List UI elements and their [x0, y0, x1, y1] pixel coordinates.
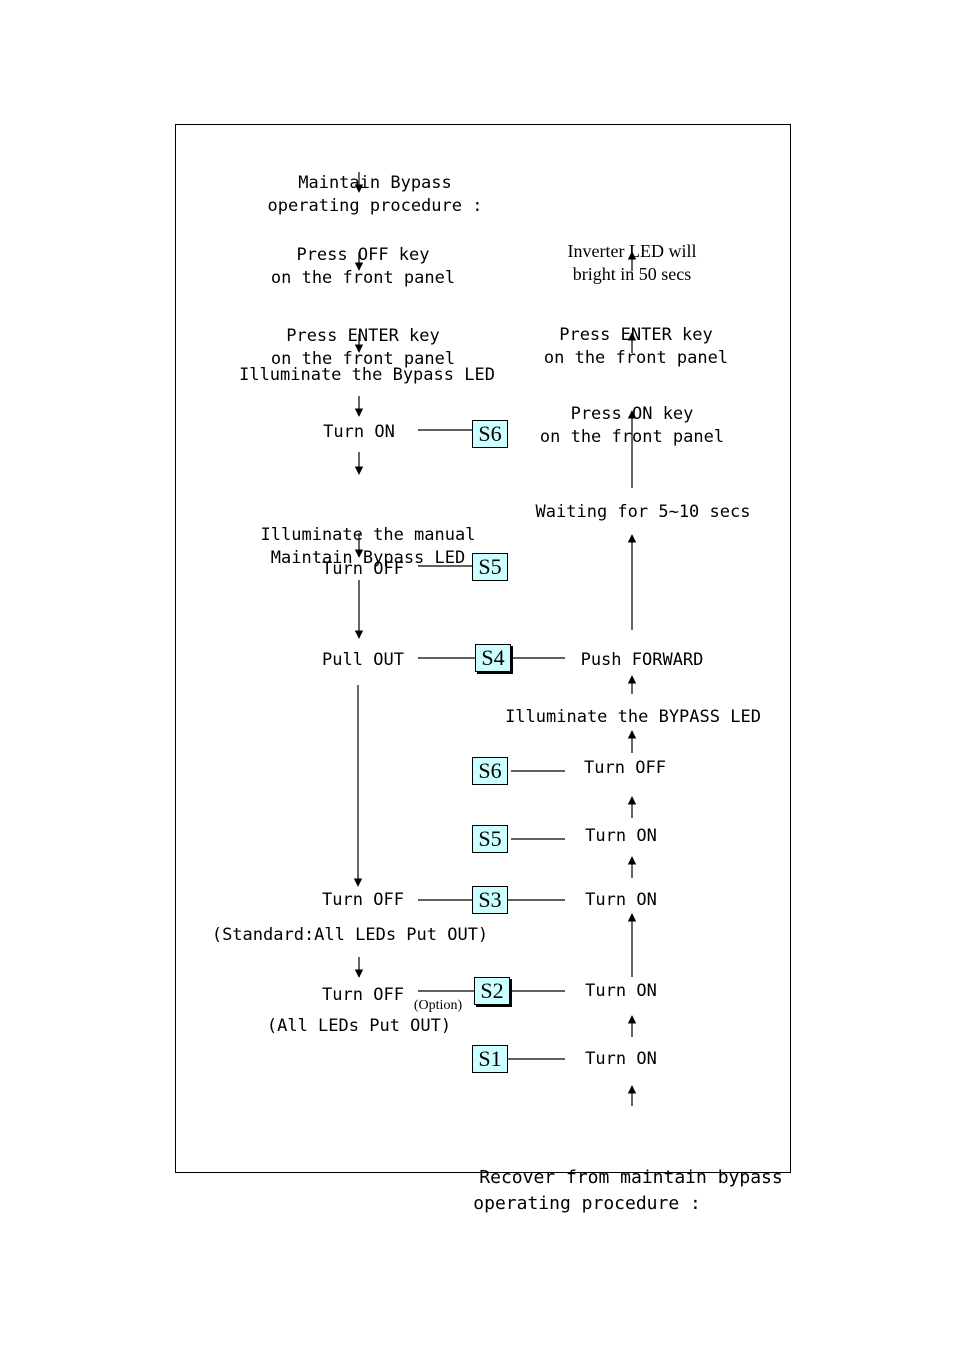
switch-s6-top: S6	[472, 420, 508, 448]
switch-s5-right: S5	[472, 825, 508, 853]
right-step-turn-on-s5: Turn ON	[585, 826, 657, 846]
left-step-turn-off: Turn OFF	[322, 559, 404, 579]
left-step-turn-on: Turn ON	[323, 422, 395, 442]
left-step-option-label: (Option)	[413, 998, 463, 1013]
right-step-push-forward: Push FORWARD	[580, 650, 704, 670]
right-step-turn-on-s1: Turn ON	[585, 1049, 657, 1069]
switch-s6-right: S6	[472, 757, 508, 785]
switch-s2: S2	[474, 977, 510, 1005]
left-step-bypass-led: Illuminate the Bypass LED	[239, 365, 495, 385]
switch-s4: S4	[475, 644, 511, 672]
right-step-bypass-led: Illuminate the BYPASS LED	[505, 707, 761, 727]
left-step-standard-note: (Standard:All LEDs Put OUT)	[211, 925, 489, 945]
switch-s1: S1	[472, 1045, 508, 1073]
right-step-turn-off-s6: Turn OFF	[584, 758, 666, 778]
left-step-turn-off-s3: Turn OFF	[322, 890, 404, 910]
left-step-all-leds-note: (All LEDs Put OUT)	[266, 1016, 452, 1036]
left-step-turn-off-s2: Turn OFF	[322, 985, 404, 1005]
right-step-waiting: Waiting for 5~10 secs	[535, 502, 751, 522]
right-step-turn-on-s3: Turn ON	[585, 890, 657, 910]
switch-s3: S3	[472, 886, 508, 914]
right-step-turn-on-s2: Turn ON	[585, 981, 657, 1001]
diagram-frame	[175, 124, 791, 1173]
switch-s5-top: S5	[472, 553, 508, 581]
left-step-pull-out: Pull OUT	[322, 650, 404, 670]
